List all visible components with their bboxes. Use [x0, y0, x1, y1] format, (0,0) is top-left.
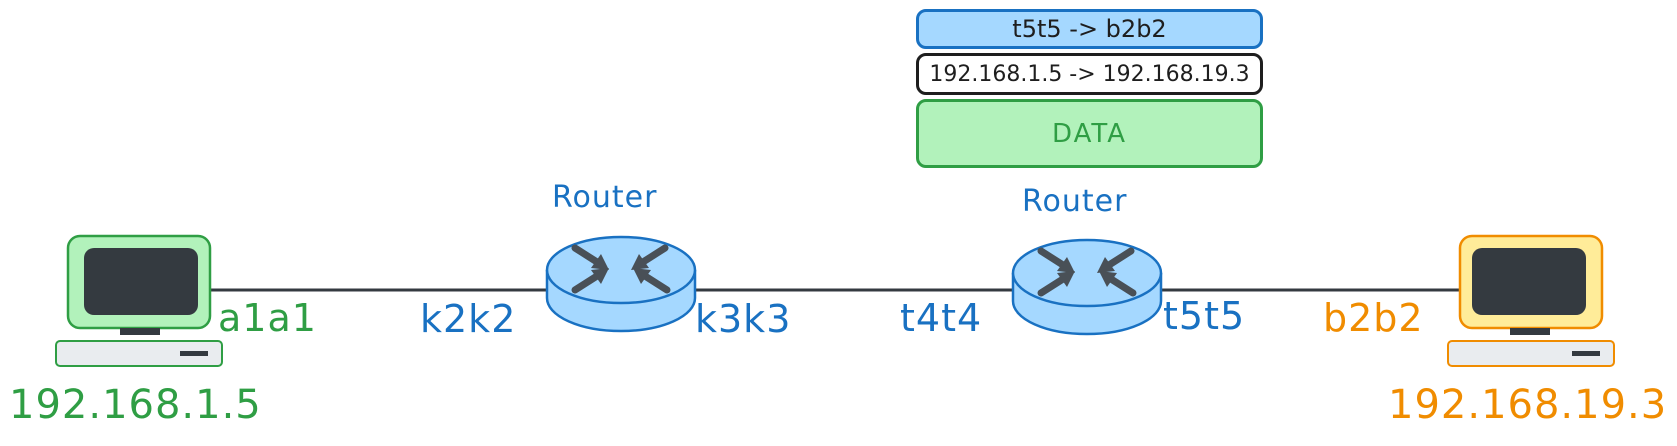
left-host-screen: [84, 248, 198, 315]
right-host-stand: [1510, 328, 1550, 335]
left-host-drive: [180, 351, 208, 356]
router-1-left-iface-label: k2k2: [420, 297, 517, 341]
packet-ip-header: 192.168.1.5 -> 192.168.19.3: [916, 53, 1263, 95]
router-1-right-iface-label: k3k3: [695, 297, 792, 341]
right-host-ip-label: 192.168.19.3: [1388, 382, 1668, 428]
left-host-mac-label: a1a1: [218, 296, 317, 340]
right-host-computer: [1447, 234, 1615, 367]
right-host-mac-label: b2b2: [1323, 296, 1424, 340]
right-host-drive: [1572, 351, 1600, 356]
left-host-ip-label: 192.168.1.5: [9, 382, 262, 428]
left-host-stand: [120, 328, 160, 335]
router-2-icon: [1011, 238, 1163, 336]
packet-payload: DATA: [916, 99, 1263, 168]
router-1-icon: [545, 235, 697, 333]
left-host-computer: [55, 234, 223, 367]
right-host-base: [1447, 340, 1615, 367]
router-1-title: Router: [552, 180, 658, 215]
packet-ip-header-text: 192.168.1.5 -> 192.168.19.3: [929, 61, 1250, 87]
packet-mac-header: t5t5 -> b2b2: [916, 9, 1263, 49]
right-host-screen: [1472, 248, 1586, 315]
packet-mac-header-text: t5t5 -> b2b2: [1012, 15, 1167, 43]
packet-payload-text: DATA: [1052, 118, 1127, 149]
router-2-right-iface-label: t5t5: [1163, 294, 1246, 338]
left-host-base: [55, 340, 223, 367]
router-2-title: Router: [1022, 184, 1128, 219]
router-2-left-iface-label: t4t4: [900, 296, 983, 340]
